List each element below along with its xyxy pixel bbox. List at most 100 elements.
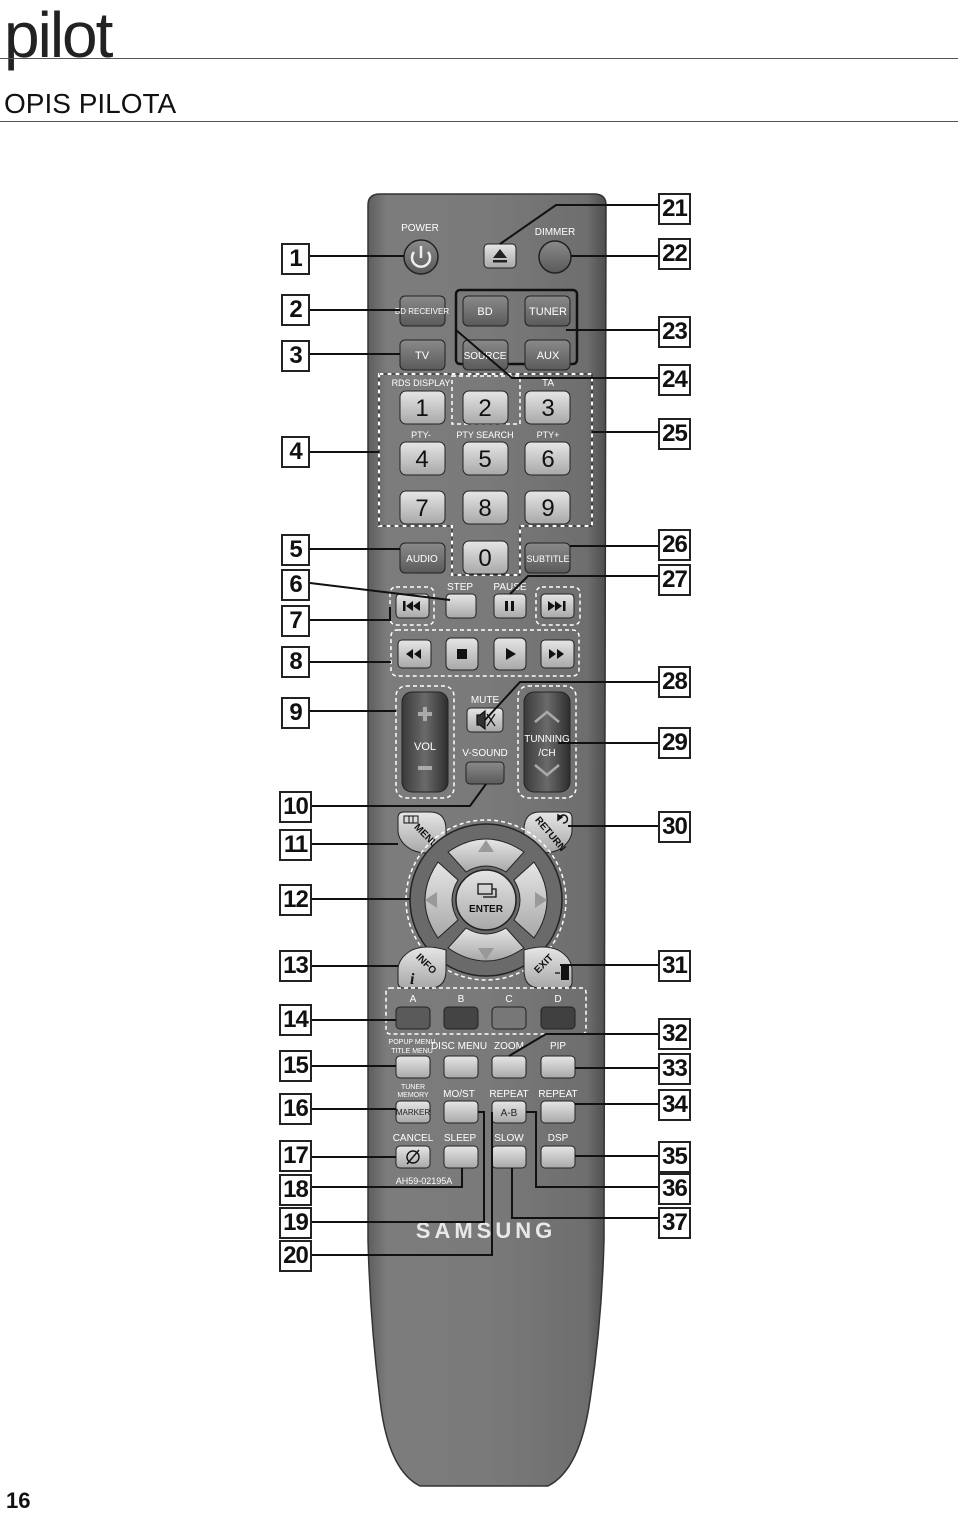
nav-left-button[interactable]: [424, 861, 459, 939]
ab-label: A-B: [501, 1108, 518, 1119]
digit-0-button[interactable]: [462, 540, 509, 575]
nav-right-button[interactable]: [513, 861, 548, 939]
callout-2: 2: [281, 294, 310, 326]
step-button[interactable]: [445, 593, 477, 619]
pip-button[interactable]: [540, 1055, 576, 1079]
callout-18: 18: [279, 1174, 312, 1206]
repeat-button[interactable]: [540, 1100, 576, 1124]
bd-label: BD: [477, 306, 492, 318]
bd-button[interactable]: [462, 295, 509, 327]
v-sound-button[interactable]: [465, 761, 505, 785]
popup-menu-button[interactable]: [395, 1055, 431, 1079]
digit-5-button[interactable]: [462, 441, 509, 476]
mute-label: MUTE: [471, 695, 500, 706]
marker-label: MARKER: [396, 1108, 430, 1117]
nav-dashed-outline: [405, 819, 567, 981]
digit-3-button[interactable]: [524, 390, 571, 425]
callout-19: 19: [279, 1207, 312, 1239]
nav-up-button[interactable]: [447, 838, 525, 873]
color-c-label: C: [505, 994, 512, 1005]
digit-8-label: 8: [478, 495, 491, 522]
chevron-up-icon: [534, 710, 560, 723]
callout-11: 11: [279, 829, 312, 861]
pause-button[interactable]: [493, 593, 527, 619]
callout-6: 6: [281, 569, 310, 601]
callout-24: 24: [658, 364, 691, 396]
enter-button[interactable]: [455, 869, 517, 931]
pip-label: PIP: [550, 1041, 566, 1052]
marker-button[interactable]: [395, 1100, 431, 1124]
mo-st-button[interactable]: [443, 1100, 479, 1124]
callout-25: 25: [658, 418, 691, 450]
header-rule-top: [0, 58, 958, 59]
zoom-button[interactable]: [491, 1055, 527, 1079]
callout-17: 17: [279, 1140, 312, 1172]
info-button[interactable]: [397, 946, 447, 989]
callout-34: 34: [658, 1089, 691, 1121]
tuner-label: TUNER: [529, 306, 567, 318]
dsp-button[interactable]: [540, 1145, 576, 1169]
tuning-label: TUNNING: [524, 734, 570, 745]
callout-23: 23: [658, 316, 691, 348]
digit-1-button[interactable]: [399, 390, 446, 425]
nav-down-button[interactable]: [447, 927, 525, 962]
digit-6-button[interactable]: [524, 441, 571, 476]
numpad-dashed-outline: [378, 373, 593, 576]
callout-28: 28: [658, 666, 691, 698]
tuner-button[interactable]: [524, 295, 571, 327]
aux-button[interactable]: [524, 339, 571, 371]
v-sound-label: V-SOUND: [462, 748, 508, 759]
page-title: OPIS PILOTA: [4, 88, 177, 119]
enter-icon: [477, 883, 497, 898]
enter-label: ENTER: [469, 904, 504, 915]
slow-label: SLOW: [494, 1133, 524, 1144]
color-a-button[interactable]: [395, 1006, 431, 1030]
audio-label: AUDIO: [406, 554, 438, 565]
arrow-left-icon: [425, 892, 437, 908]
digit-2-button[interactable]: [462, 390, 509, 425]
power-icon: [410, 246, 432, 268]
digit-4-button[interactable]: [399, 441, 446, 476]
callout-33: 33: [658, 1053, 691, 1085]
color-d-button[interactable]: [540, 1006, 576, 1030]
subtitle-label: SUBTITLE: [526, 554, 569, 564]
info-icon: i: [410, 971, 415, 988]
sleep-label: SLEEP: [444, 1133, 477, 1144]
callout-13: 13: [279, 950, 312, 982]
color-c-button[interactable]: [491, 1006, 527, 1030]
pause-label: PAUSE: [493, 582, 526, 593]
digit-7-button[interactable]: [399, 490, 446, 525]
subtitle-button[interactable]: [524, 542, 571, 574]
digit-9-button[interactable]: [524, 490, 571, 525]
callout-8: 8: [281, 646, 310, 678]
slow-button[interactable]: [491, 1145, 527, 1169]
header-rule-bottom: [0, 121, 958, 122]
tuner-memory-label-1: TUNER: [401, 1084, 425, 1091]
audio-button[interactable]: [399, 542, 446, 574]
pty-search-label: PTY SEARCH: [456, 430, 513, 440]
callout-30: 30: [658, 811, 691, 843]
transport-dashed-outline: [390, 629, 580, 677]
callout-32: 32: [658, 1018, 691, 1050]
leader-lines-right: [455, 204, 658, 1219]
vol-rocker[interactable]: [401, 691, 449, 793]
color-b-button[interactable]: [443, 1006, 479, 1030]
chevron-down-icon: [534, 764, 560, 777]
return-icon: [557, 813, 569, 824]
disc-menu-button[interactable]: [443, 1055, 479, 1079]
callout-12: 12: [279, 884, 312, 916]
dimmer-button[interactable]: [538, 240, 572, 274]
ch-label: /CH: [538, 748, 555, 759]
sleep-button[interactable]: [443, 1145, 479, 1169]
repeat-label: REPEAT: [538, 1089, 577, 1100]
color-buttons-dashed-outline: [385, 987, 587, 1035]
menu-icon: [403, 815, 419, 824]
digit-8-button[interactable]: [462, 490, 509, 525]
callout-9: 9: [281, 697, 310, 729]
callout-16: 16: [279, 1093, 312, 1125]
callout-10: 10: [279, 791, 312, 823]
repeat-ab-label: REPEAT: [489, 1089, 528, 1100]
callout-3: 3: [281, 340, 310, 372]
callout-37: 37: [658, 1207, 691, 1239]
